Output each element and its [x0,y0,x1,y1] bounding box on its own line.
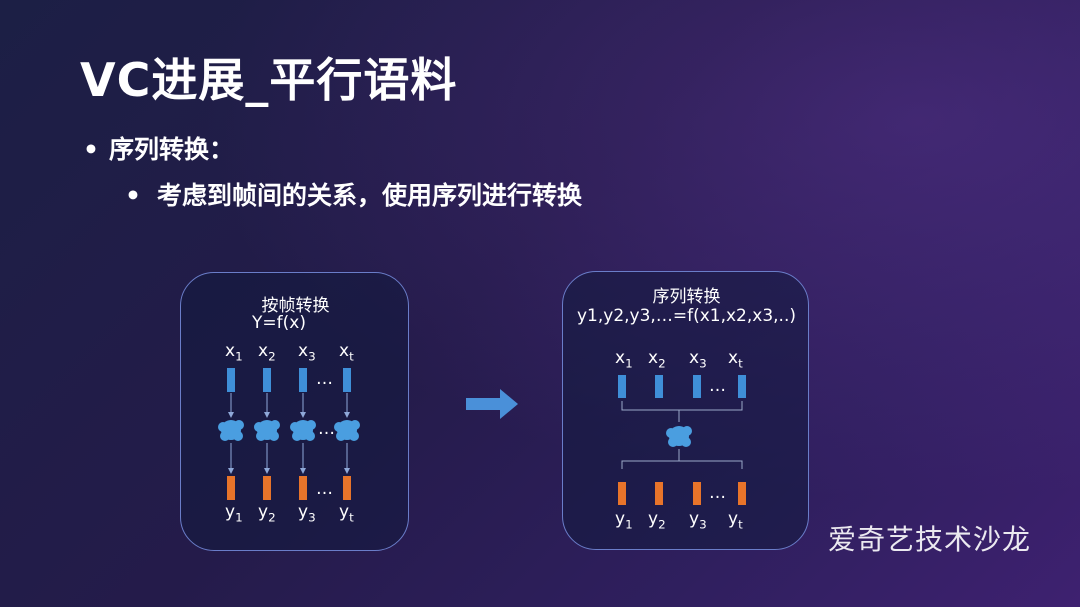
input-frame [227,368,235,392]
output-label-sub: t [738,517,743,532]
input-label-x2: x2 [648,348,666,370]
input-frame [618,375,626,398]
bullet-level-1: • 序列转换： [83,130,234,166]
input-label-x3: x3 [689,348,707,370]
output-label-base: y [298,502,309,522]
output-frame [655,482,663,505]
output-label-y1: y1 [615,509,633,531]
input-ellipsis: … [316,369,333,389]
input-label-sub: 2 [268,349,276,364]
sequence-model-blob-icon [666,426,692,447]
input-label-base: x [728,348,739,368]
output-label-sub: t [349,510,354,525]
input-label-xt: xt [728,348,743,370]
brand-watermark: 爱奇艺技术沙龙 [828,523,1032,556]
input-label-sub: 2 [658,356,666,371]
conversion-blob-icon [254,420,280,441]
output-ellipsis: … [709,483,726,503]
output-label-y2: y2 [258,502,276,524]
input-label-sub: t [738,356,743,371]
input-label-base: x [615,348,626,368]
output-split-bracket [621,449,743,469]
bullet-level-2: • 考虑到帧间的关系，使用序列进行转换 [125,176,582,212]
frame-conversion-diagram [218,368,360,500]
bullet-dot-icon: • [125,181,141,210]
input-label-base: x [648,348,659,368]
input-ellipsis: … [709,376,726,396]
frame-conversion-formula: Y=f(x) [252,313,306,333]
input-label-sub: 1 [625,356,633,371]
output-ellipsis: … [316,479,333,499]
bullet-2-text: 考虑到帧间的关系，使用序列进行转换 [156,181,582,210]
output-label-y3: y3 [298,502,316,524]
input-frame [693,375,701,398]
output-label-sub: 3 [699,517,707,532]
output-label-yt: yt [728,509,743,531]
output-frame [299,476,307,500]
input-label-base: x [339,341,350,361]
input-label-xt: xt [339,341,354,363]
input-label-x2: x2 [258,341,276,363]
output-frame [693,482,701,505]
output-frame [618,482,626,505]
input-label-base: x [689,348,700,368]
output-label-sub: 1 [625,517,633,532]
frame-conversion-title: 按帧转换 [261,296,330,316]
frame-conversion-panel: 按帧转换 Y=f(x) x1 x2 x3 xt [180,272,409,551]
input-label-base: x [225,341,236,361]
sequence-conversion-formula: y1,y2,y3,…=f(x1,x2,x3,..) [577,306,796,326]
input-frame [343,368,351,392]
conversion-blob-icon [290,420,316,441]
blob-ellipsis: … [318,419,335,439]
input-label-x1: x1 [225,341,243,363]
output-label-base: y [728,509,739,529]
output-label-base: y [225,502,236,522]
output-label-base: y [648,509,659,529]
output-frame [227,476,235,500]
input-label-sub: 3 [699,356,707,371]
output-label-y1: y1 [225,502,243,524]
input-label-sub: 3 [308,349,316,364]
sequence-conversion-title: 序列转换 [652,287,721,307]
bullet-1-text: 序列转换： [108,135,234,164]
output-label-y3: y3 [689,509,707,531]
output-frame [738,482,746,505]
output-frame [343,476,351,500]
input-label-sub: 1 [235,349,243,364]
sequence-conversion-panel: 序列转换 y1,y2,y3,…=f(x1,x2,x3,..) x1 x2 x3 … [562,271,809,550]
input-label-base: x [258,341,269,361]
slide-title: VC进展_平行语料 [80,53,458,107]
input-label-base: x [298,341,309,361]
output-label-base: y [339,502,350,522]
conversion-blob-icon [218,420,244,441]
right-arrow-icon [466,389,518,419]
sequence-conversion-diagram [618,375,746,505]
input-merge-bracket [621,401,743,422]
input-label-x3: x3 [298,341,316,363]
bullet-dot-icon: • [83,135,99,164]
output-frame [263,476,271,500]
output-label-sub: 2 [658,517,666,532]
output-label-yt: yt [339,502,354,524]
input-frame [263,368,271,392]
output-label-base: y [615,509,626,529]
output-label-base: y [258,502,269,522]
input-frame [738,375,746,398]
output-label-base: y [689,509,700,529]
output-label-sub: 3 [308,510,316,525]
input-label-sub: t [349,349,354,364]
output-label-sub: 2 [268,510,276,525]
input-frame [299,368,307,392]
output-label-y2: y2 [648,509,666,531]
input-frame [655,375,663,398]
output-label-sub: 1 [235,510,243,525]
conversion-blob-icon [334,420,360,441]
input-label-x1: x1 [615,348,633,370]
